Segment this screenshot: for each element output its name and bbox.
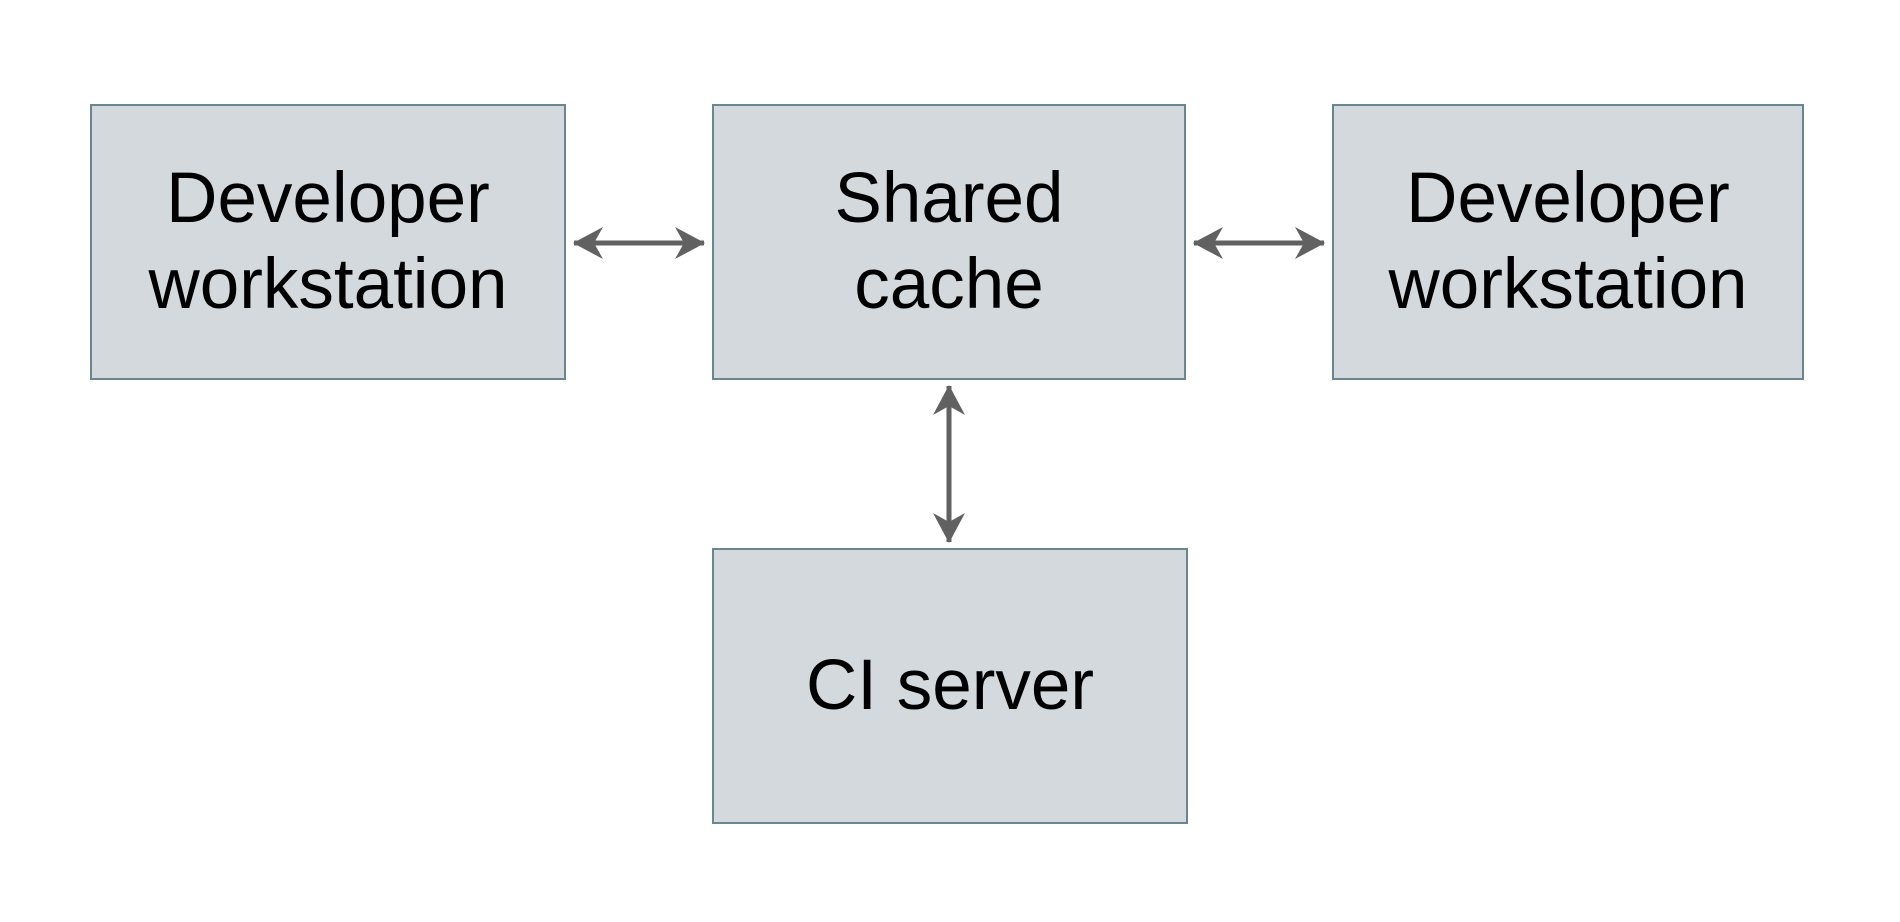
node-developer-workstation-left: Developer workstation: [90, 104, 566, 380]
node-label: Developer workstation: [148, 159, 508, 324]
node-shared-cache: Shared cache: [712, 104, 1186, 380]
node-label: Developer workstation: [1388, 159, 1748, 324]
node-developer-workstation-right: Developer workstation: [1332, 104, 1804, 380]
node-label: CI server: [806, 646, 1094, 725]
node-label: Shared cache: [834, 159, 1064, 324]
node-ci-server: CI server: [712, 548, 1188, 824]
